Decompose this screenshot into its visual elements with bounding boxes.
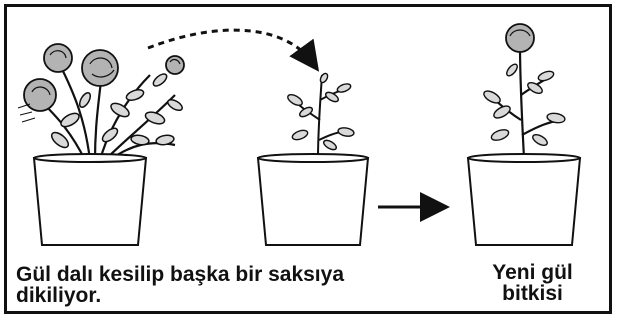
pot-2 bbox=[258, 158, 368, 245]
cutting-pot bbox=[258, 72, 368, 245]
pot-3-rim bbox=[468, 154, 580, 162]
new-rose-flower bbox=[506, 24, 534, 52]
caption-new-plant-line2: bitkisi bbox=[455, 283, 610, 304]
pot-1-rim bbox=[34, 154, 146, 162]
caption-cutting-line2: dikiliyor. bbox=[16, 285, 436, 306]
caption-new-plant: Yeni gül bitkisi bbox=[455, 262, 610, 304]
caption-cutting: Gül dalı kesilip başka bir saksıya dikil… bbox=[16, 264, 436, 306]
new-rose-pot bbox=[468, 24, 580, 245]
caption-new-plant-line1: Yeni gül bbox=[455, 262, 610, 283]
caption-cutting-line1: Gül dalı kesilip başka bir saksıya bbox=[16, 264, 436, 285]
pot-2-rim bbox=[258, 154, 368, 162]
pot-1 bbox=[34, 158, 146, 245]
rose-bush-pot bbox=[18, 44, 184, 245]
pot-3 bbox=[468, 158, 580, 245]
